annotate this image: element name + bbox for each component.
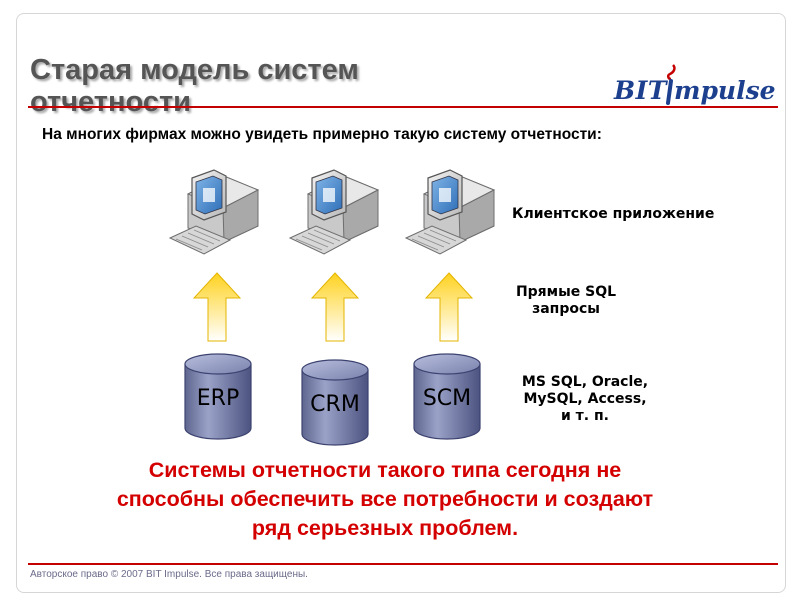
up-arrow-icon: [425, 272, 473, 342]
sql-queries-label: Прямые SQL запросы: [496, 284, 636, 318]
up-arrow-icon: [193, 272, 241, 342]
computer-icon: [288, 164, 388, 264]
db-types-label: MS SQL, Oracle, MySQL, Access, и т. п.: [500, 374, 670, 425]
database-erp: ERP: [183, 352, 253, 442]
slide-frame: [16, 13, 786, 593]
db-label-line-3: и т. п.: [561, 408, 609, 424]
warning-line-1: Системы отчетности такого типа сегодня н…: [148, 458, 622, 482]
footer-divider: [28, 563, 778, 565]
database-crm: CRM: [300, 358, 370, 448]
database-scm: SCM: [412, 352, 482, 442]
warning-line-2: способны обеспечить все потребности и со…: [116, 487, 654, 511]
warning-line-3: ряд серьезных проблем.: [251, 516, 519, 540]
logo-impulse-text: mpulse: [674, 76, 776, 105]
bit-impulse-logo: BIT mpulse: [614, 63, 784, 111]
sql-label-line-1: Прямые SQL: [515, 284, 617, 300]
slide-subtitle: На многих фирмах можно увидеть примерно …: [42, 126, 602, 143]
computer-icon: [168, 164, 268, 264]
logo-bit-text: BIT: [614, 76, 667, 105]
sql-label-line-2: запросы: [532, 301, 600, 317]
computer-icon: [404, 164, 504, 264]
up-arrow-icon: [311, 272, 359, 342]
title-divider: [28, 106, 778, 108]
db-label-line-2: MySQL, Access,: [523, 391, 647, 407]
slide-title: Старая модель систем отчетности: [30, 54, 359, 118]
warning-text: Системы отчетности такого типа сегодня н…: [40, 456, 730, 543]
database-label: SCM: [422, 386, 472, 411]
db-label-line-1: MS SQL, Oracle,: [521, 374, 649, 390]
logo-i-mark-icon: [666, 64, 676, 105]
database-label: CRM: [310, 392, 360, 417]
client-app-label: Клиентское приложение: [512, 206, 715, 222]
database-label: ERP: [196, 386, 240, 411]
copyright-footer: Авторское право © 2007 BIT Impulse. Все …: [30, 569, 308, 580]
